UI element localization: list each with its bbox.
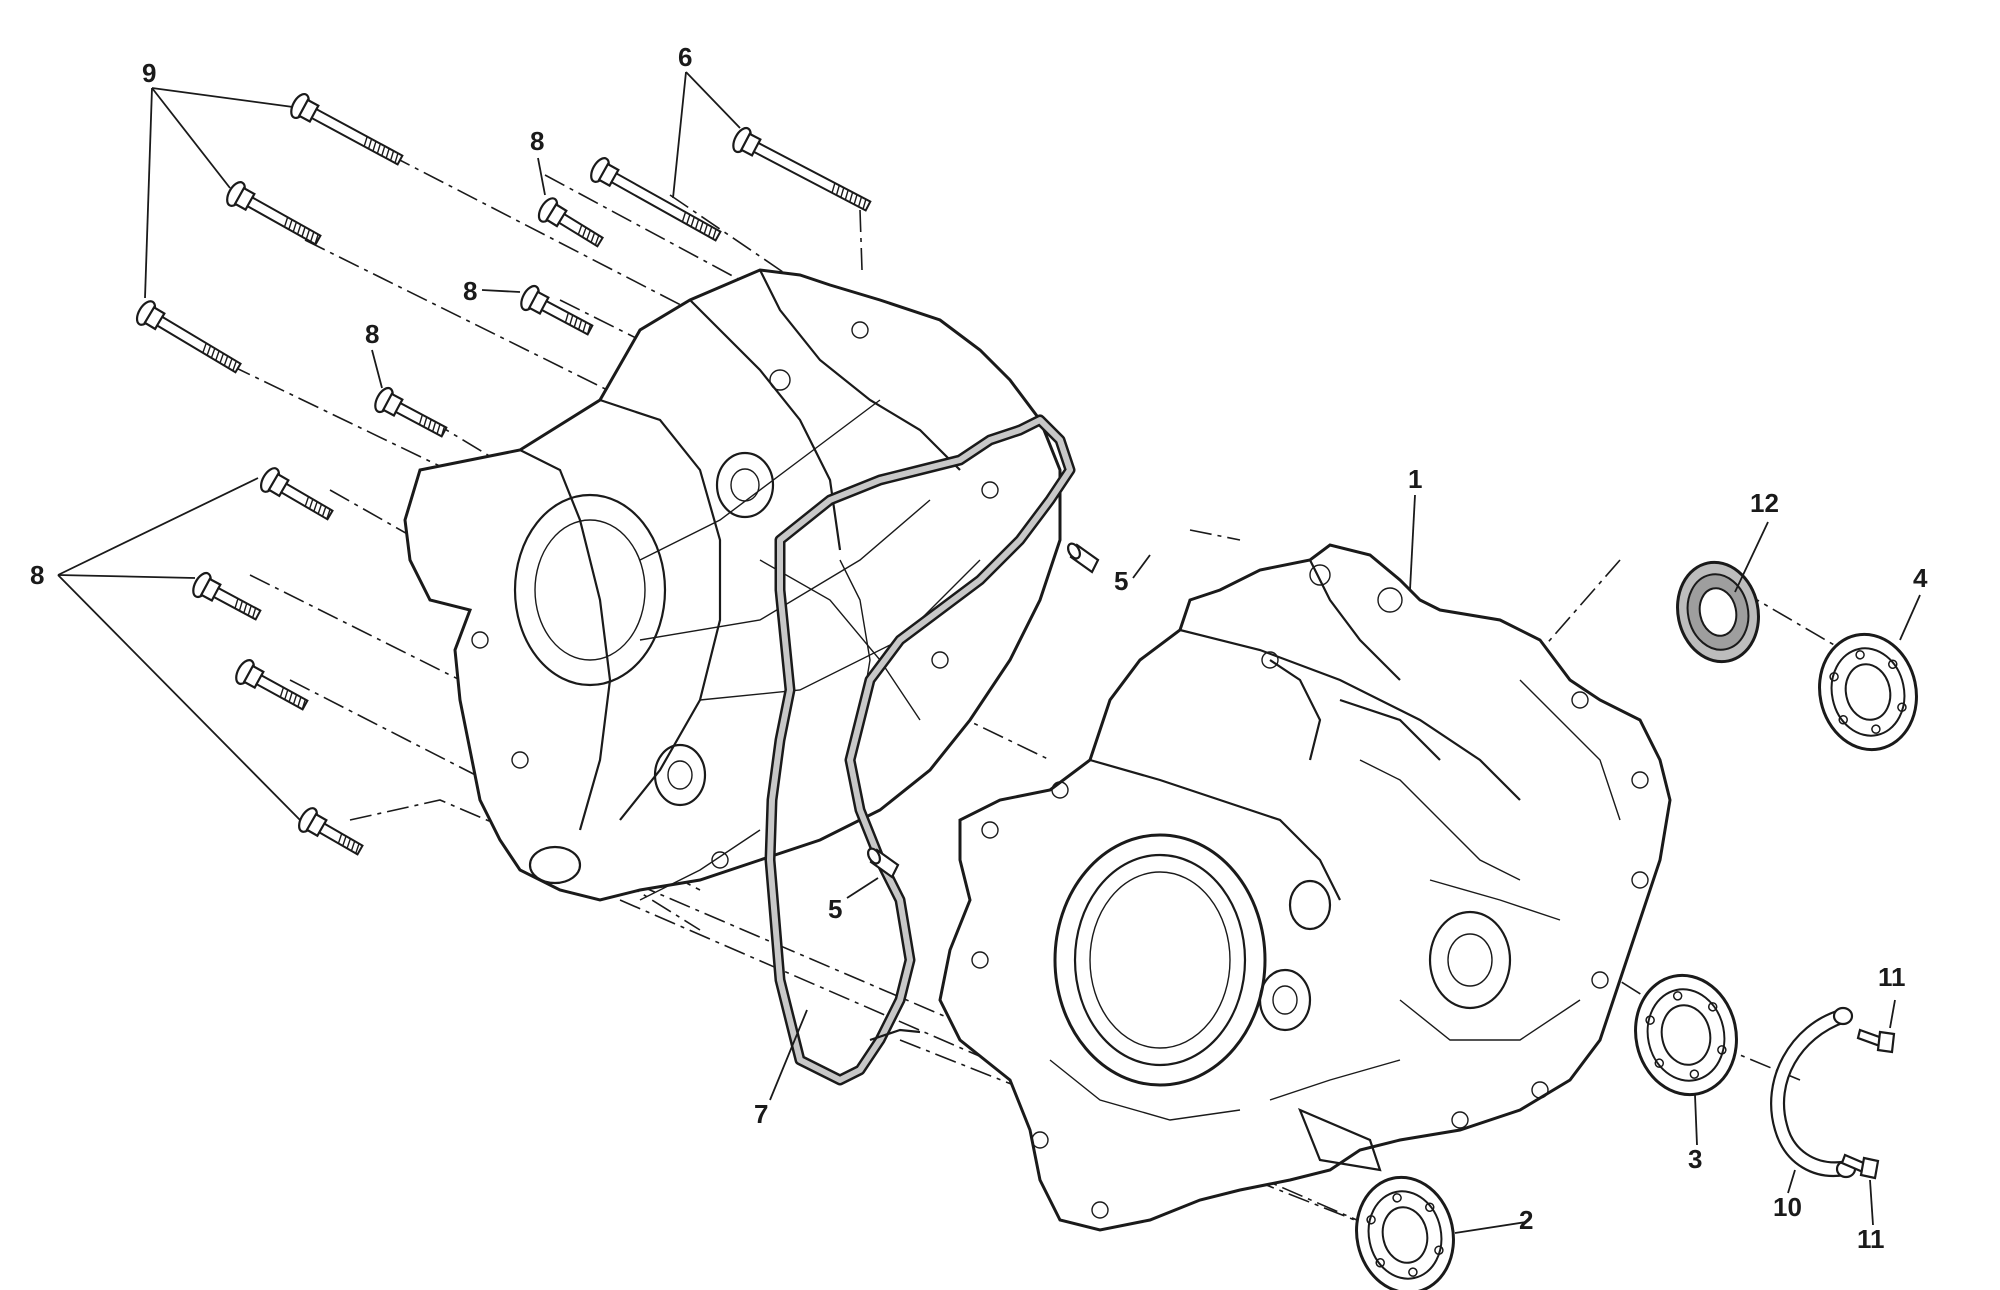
- bearing-4: [1818, 632, 1918, 752]
- dowel-pin-upper: [1067, 542, 1100, 574]
- bolt-8-b: [520, 284, 594, 336]
- callout-labels: 9 6 8 8 8 8 1 12 4 5 5 7 3 2 10 11 11: [30, 42, 1928, 1254]
- right-crankcase-half: [938, 543, 1672, 1232]
- callout-8-top: 8: [530, 126, 544, 156]
- bolt-8-f: [235, 659, 309, 711]
- callout-8-left: 8: [30, 560, 44, 590]
- callout-9: 9: [142, 58, 156, 88]
- callout-5-lower: 5: [828, 894, 842, 924]
- callout-8-lower: 8: [365, 319, 379, 349]
- bolt-8-d: [259, 467, 334, 521]
- dowel-pin-lower: [867, 847, 900, 879]
- bolt-8-e: [192, 571, 262, 621]
- bearing-12-oil-seal: [1676, 560, 1760, 664]
- bolt-6-a: [732, 126, 872, 212]
- bearing-3: [1634, 973, 1738, 1097]
- callout-11-lower: 11: [1857, 1224, 1885, 1254]
- bolt-group: [135, 92, 872, 856]
- callout-8-mid: 8: [463, 276, 477, 306]
- left-crankcase-half: [403, 268, 1062, 902]
- bolt-8-a: [537, 197, 604, 248]
- callout-11-upper: 11: [1878, 962, 1906, 992]
- bolt-9-b: [226, 181, 322, 246]
- screw-11-lower: [1840, 1153, 1880, 1180]
- bearing-2: [1355, 1175, 1455, 1290]
- screw-11-upper: [1856, 1028, 1896, 1054]
- bolt-8-g: [298, 807, 364, 856]
- bolt-8-c: [374, 386, 448, 438]
- callout-6: 6: [678, 42, 692, 72]
- callout-3: 3: [1688, 1144, 1702, 1174]
- bolt-9-a: [290, 92, 404, 166]
- crankcase-gasket: [764, 414, 1076, 1086]
- callout-12: 12: [1750, 488, 1779, 518]
- bolt-9-c: [135, 300, 242, 374]
- callout-5-upper: 5: [1114, 566, 1128, 596]
- callout-4: 4: [1913, 563, 1928, 593]
- bolt-6-b: [590, 157, 722, 242]
- callout-1: 1: [1408, 464, 1422, 494]
- leader-lines: [57, 71, 1921, 1234]
- callout-10: 10: [1773, 1192, 1802, 1222]
- retaining-plate: [1770, 1006, 1857, 1179]
- callout-2: 2: [1519, 1205, 1533, 1235]
- callout-7: 7: [754, 1099, 768, 1129]
